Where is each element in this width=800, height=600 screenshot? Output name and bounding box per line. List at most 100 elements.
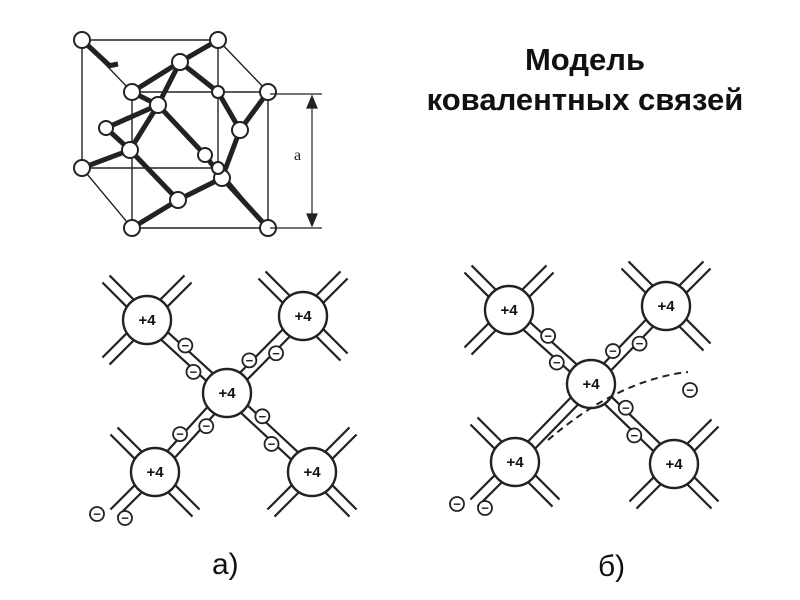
atom-charge: +4 [303,464,321,481]
electron-sign: − [622,400,630,415]
electron-sign: − [202,419,210,434]
atom-core [277,290,329,342]
lattice-atoms [73,31,277,237]
outer-bond-line [635,483,662,510]
atom-charge: +4 [294,308,312,325]
electron [172,426,188,443]
crystal-lattice [73,31,322,237]
outer-bond-line [101,281,128,308]
electron [117,510,133,526]
atom-core [640,280,692,332]
outer-bond-line [678,260,705,287]
atom: +4 [201,367,253,419]
outer-bond-line [315,335,342,362]
free-electron-path: − [547,371,698,441]
outer-bond-line [101,332,128,359]
electron-sign: − [246,353,254,368]
electron-sign: − [453,497,461,512]
free-electron [682,382,698,398]
atom: +4 [483,284,535,336]
atom: +4 [129,446,181,498]
electron-sign: − [190,364,198,379]
atoms: +4 +4 +4 +4 +4 [483,280,700,490]
atom: +4 [648,438,700,490]
atom: +4 [640,280,692,332]
outer-bond-line [322,277,349,304]
outer-bonds [463,260,720,510]
electron [241,352,258,369]
electron [268,345,284,362]
electron [631,335,648,352]
electron [263,436,280,452]
electron [626,427,643,444]
outer-bond-line [521,264,548,291]
outer-bond-line [678,325,705,352]
electron-sign: − [481,501,489,516]
outer-bond-line [469,474,496,501]
free-electron-sign: − [686,383,694,398]
atom: +4 [277,290,329,342]
covalent-model-panel-b: −−−−−−−−+4+4+4+4+4− [449,260,720,516]
electron [198,418,215,435]
outer-bond-line [108,339,135,366]
atom-charge: +4 [146,464,164,481]
panel-b-caption: б) [598,550,626,583]
electron-sign: − [272,346,280,361]
atom-charge: +4 [138,312,156,329]
electron-sign: − [182,338,190,353]
outer-bond-line [109,484,136,511]
outer-bond-line [324,491,351,518]
outer-bond-line [685,267,712,294]
electron [254,408,271,425]
outer-bond-line [534,474,561,501]
electron-trajectory [547,371,689,441]
electron-sign: − [630,428,638,443]
electron-sign: − [121,511,129,526]
outer-bond-line [266,484,293,511]
electron [185,363,202,380]
electron [540,327,557,344]
outer-bond-line [108,274,135,301]
atom-core [483,284,535,336]
atom-core [121,294,173,346]
atom-core [129,446,181,498]
outer-bond-line [257,277,284,304]
electron-sign: − [93,507,101,522]
outer-bond-line [693,425,720,452]
outer-bond-line [159,274,186,301]
atom-charge: +4 [500,302,518,319]
outer-bond-line [315,270,342,297]
outer-bond-line [686,418,713,445]
outer-bond-line [174,484,201,511]
outer-bond-line [109,433,136,460]
outer-bond-line [620,267,647,294]
outer-bond-line [527,481,554,508]
electron-sign: − [544,328,552,343]
outer-bond-line [469,423,496,450]
electron-sign: − [259,409,267,424]
atom-charge: +4 [657,298,675,315]
atoms: +4 +4 +4 +4 +4 [121,290,338,498]
atom-charge: +4 [665,456,683,473]
electron-sign: − [636,336,644,351]
atom-charge: +4 [582,376,600,393]
electron [477,500,493,516]
electron [605,343,621,359]
atom-core [489,436,541,488]
electron-sign: − [176,427,184,442]
outer-bond-line [528,271,555,298]
atom-charge: +4 [218,385,236,402]
outer-bond-line [685,318,712,345]
outer-bond-line [116,426,143,453]
outer-bond-line [331,484,358,511]
electron [617,399,634,416]
outer-bond-line [463,271,490,298]
covalent-model-panel-a: −−−−−−−−−−+4+4+4+4+4 [89,270,358,526]
outer-bond-line [166,281,193,308]
atom-charge: +4 [506,454,524,471]
outer-bond-line [167,491,194,518]
electrons: −−−−−−−− [449,327,648,516]
atom-core [648,438,700,490]
electron [548,354,565,371]
